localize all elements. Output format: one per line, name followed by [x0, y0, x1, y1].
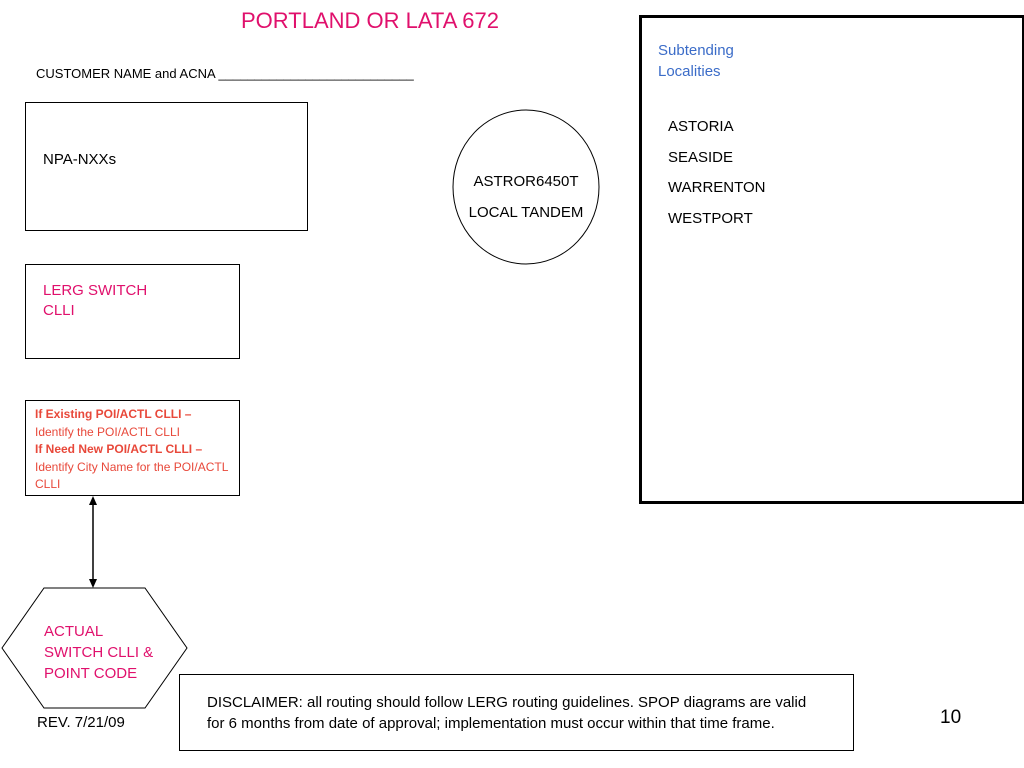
- locality-item: WARRENTON: [668, 179, 766, 196]
- poi-existing-heading: If Existing POI/ACTL CLLI –: [35, 407, 192, 421]
- actual-switch-hexagon: [1, 587, 188, 709]
- revision-date: REV. 7/21/09: [37, 714, 125, 731]
- tandem-label: LOCAL TANDEM: [468, 204, 584, 221]
- lerg-switch-line-2: CLLI: [43, 302, 75, 319]
- subtending-title: Subtending Localities: [658, 40, 734, 82]
- local-tandem-circle: [452, 109, 600, 265]
- locality-item: ASTORIA: [668, 118, 734, 135]
- disclaimer-box: DISCLAIMER: all routing should follow LE…: [179, 674, 854, 751]
- page-title: PORTLAND OR LATA 672: [241, 8, 499, 33]
- locality-item: WESTPORT: [668, 210, 753, 227]
- subtending-title-line-1: Subtending: [658, 42, 734, 59]
- actual-switch-line-2: SWITCH CLLI &: [44, 644, 154, 661]
- actual-switch-line-1: ACTUAL: [44, 623, 104, 640]
- lerg-switch-label: LERG SWITCH CLLI: [43, 281, 147, 321]
- connector-arrowhead-bottom: [89, 579, 97, 588]
- customer-name-line: CUSTOMER NAME and ACNA _________________…: [36, 66, 414, 81]
- page-number: 10: [940, 707, 962, 728]
- poi-existing-text: Identify the POI/ACTL CLLI: [35, 424, 180, 439]
- npa-nxx-box: NPA-NXXs: [25, 102, 308, 231]
- disclaimer-text: DISCLAIMER: all routing should follow LE…: [207, 694, 807, 732]
- poi-new-text: Identify City Name for the POI/ACTL CLLI: [35, 459, 228, 492]
- subtending-localities-box: [639, 15, 1024, 504]
- actual-switch-label: ACTUAL SWITCH CLLI & POINT CODE: [44, 621, 153, 684]
- locality-item: SEASIDE: [668, 149, 734, 166]
- poi-new-heading: If Need New POI/ACTL CLLI –: [35, 442, 203, 456]
- tandem-code: ASTROR6450T: [473, 173, 579, 190]
- poi-actl-box: If Existing POI/ACTL CLLI – Identify the…: [25, 400, 240, 496]
- lerg-switch-box: LERG SWITCH CLLI: [25, 264, 240, 359]
- lerg-switch-line-1: LERG SWITCH: [43, 282, 148, 299]
- npa-nxx-label: NPA-NXXs: [43, 151, 117, 168]
- connector-arrowhead-top: [89, 496, 97, 505]
- actual-switch-line-3: POINT CODE: [44, 665, 138, 682]
- subtending-title-line-2: Localities: [658, 63, 721, 80]
